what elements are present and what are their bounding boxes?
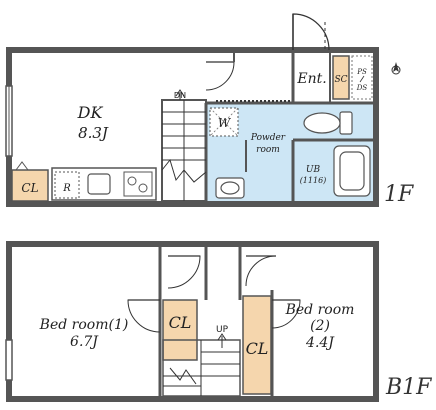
bedroom-1-label: Bed room(1) <box>39 317 129 333</box>
staircase-1f <box>161 89 207 202</box>
closet-1f <box>11 169 49 202</box>
dk-room-label: DK <box>77 103 104 122</box>
stair-down-label: DN <box>174 91 186 100</box>
ub-size-label: (1116) <box>300 176 327 185</box>
closet-right-b1f <box>242 295 272 395</box>
bedroom-2-number: (2) <box>310 318 330 334</box>
stair-up-label: UP <box>216 325 229 335</box>
staircase-b1f <box>162 333 241 397</box>
toilet-icon <box>303 111 353 135</box>
dk-room-size: 8.3J <box>78 124 109 142</box>
closet-right-label: CL <box>246 339 269 358</box>
basement-outer-wall <box>6 241 379 402</box>
basement-floor: Bed room(1) 6.7J Bed room (2) 4.4J CL CL… <box>5 241 432 402</box>
floor-b1f-label: B1F <box>385 375 432 400</box>
entrance-door-swing <box>292 13 330 51</box>
ps-ds-shaft <box>351 55 373 100</box>
closet-left-b1f <box>162 299 198 361</box>
ub-label: UB <box>306 165 321 175</box>
fridge-label: R <box>62 183 71 194</box>
bathtub-icon <box>333 145 371 197</box>
bedroom-2-label: Bed room <box>285 302 355 318</box>
bedroom-1-size: 6.7J <box>70 334 99 350</box>
bedroom-2-size: 4.4J <box>305 335 335 351</box>
powder-room-label-1: Powder <box>250 133 286 143</box>
sink-icon <box>87 173 111 195</box>
closet-1f-label: CL <box>21 181 38 195</box>
washbasin-icon <box>215 177 245 199</box>
shoe-closet <box>332 55 350 100</box>
fridge-space <box>54 171 80 199</box>
floor-1f-label: 1F <box>384 182 414 207</box>
ds-label: DS <box>356 84 368 92</box>
closet-left-label: CL <box>169 313 192 332</box>
first-floor: DK 8.3J DN W Powder room UB (1116) Ent. … <box>5 13 414 207</box>
entrance-label: Ent. <box>296 71 326 87</box>
sc-label: SC <box>334 75 347 85</box>
washer-label: W <box>218 116 232 130</box>
north-arrow-icon <box>391 62 401 75</box>
powder-room-label-2: room <box>256 145 280 155</box>
kitchen-counter <box>51 167 157 201</box>
stove-icon <box>123 171 153 197</box>
ps-label: PS <box>356 68 367 76</box>
